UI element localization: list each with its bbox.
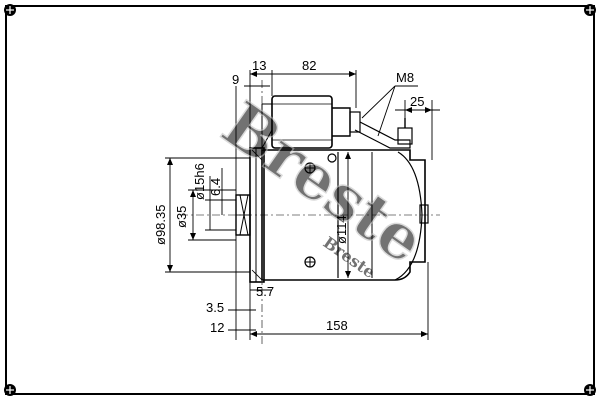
brand-watermark: Breste Breste — [209, 87, 439, 282]
dim-158: 158 — [326, 318, 348, 333]
dim-phi-98-35: ø98.35 — [153, 205, 168, 245]
dim-9: 9 — [232, 72, 239, 87]
dimension-arrows — [167, 71, 432, 337]
corner-screw-bottom-right — [584, 384, 596, 396]
dimension-lines — [165, 70, 440, 340]
dim-25: 25 — [410, 94, 424, 109]
corner-screw-top-left — [4, 4, 16, 16]
dim-m8: M8 — [396, 70, 414, 85]
corner-screw-bottom-left — [4, 384, 16, 396]
dim-6-4: 6.4 — [208, 178, 223, 196]
dim-phi-15h6: ø15h6 — [192, 163, 207, 200]
corner-screw-top-right — [584, 4, 596, 16]
dim-12: 12 — [210, 320, 224, 335]
dim-phi-35: ø35 — [174, 206, 189, 228]
dim-3-5: 3.5 — [206, 300, 224, 315]
dim-13: 13 — [252, 58, 266, 73]
dim-phi-114: ø114 — [334, 215, 349, 244]
dim-82: 82 — [302, 58, 316, 73]
dim-5-7: 5.7 — [256, 284, 274, 299]
outer-frame — [5, 5, 595, 395]
